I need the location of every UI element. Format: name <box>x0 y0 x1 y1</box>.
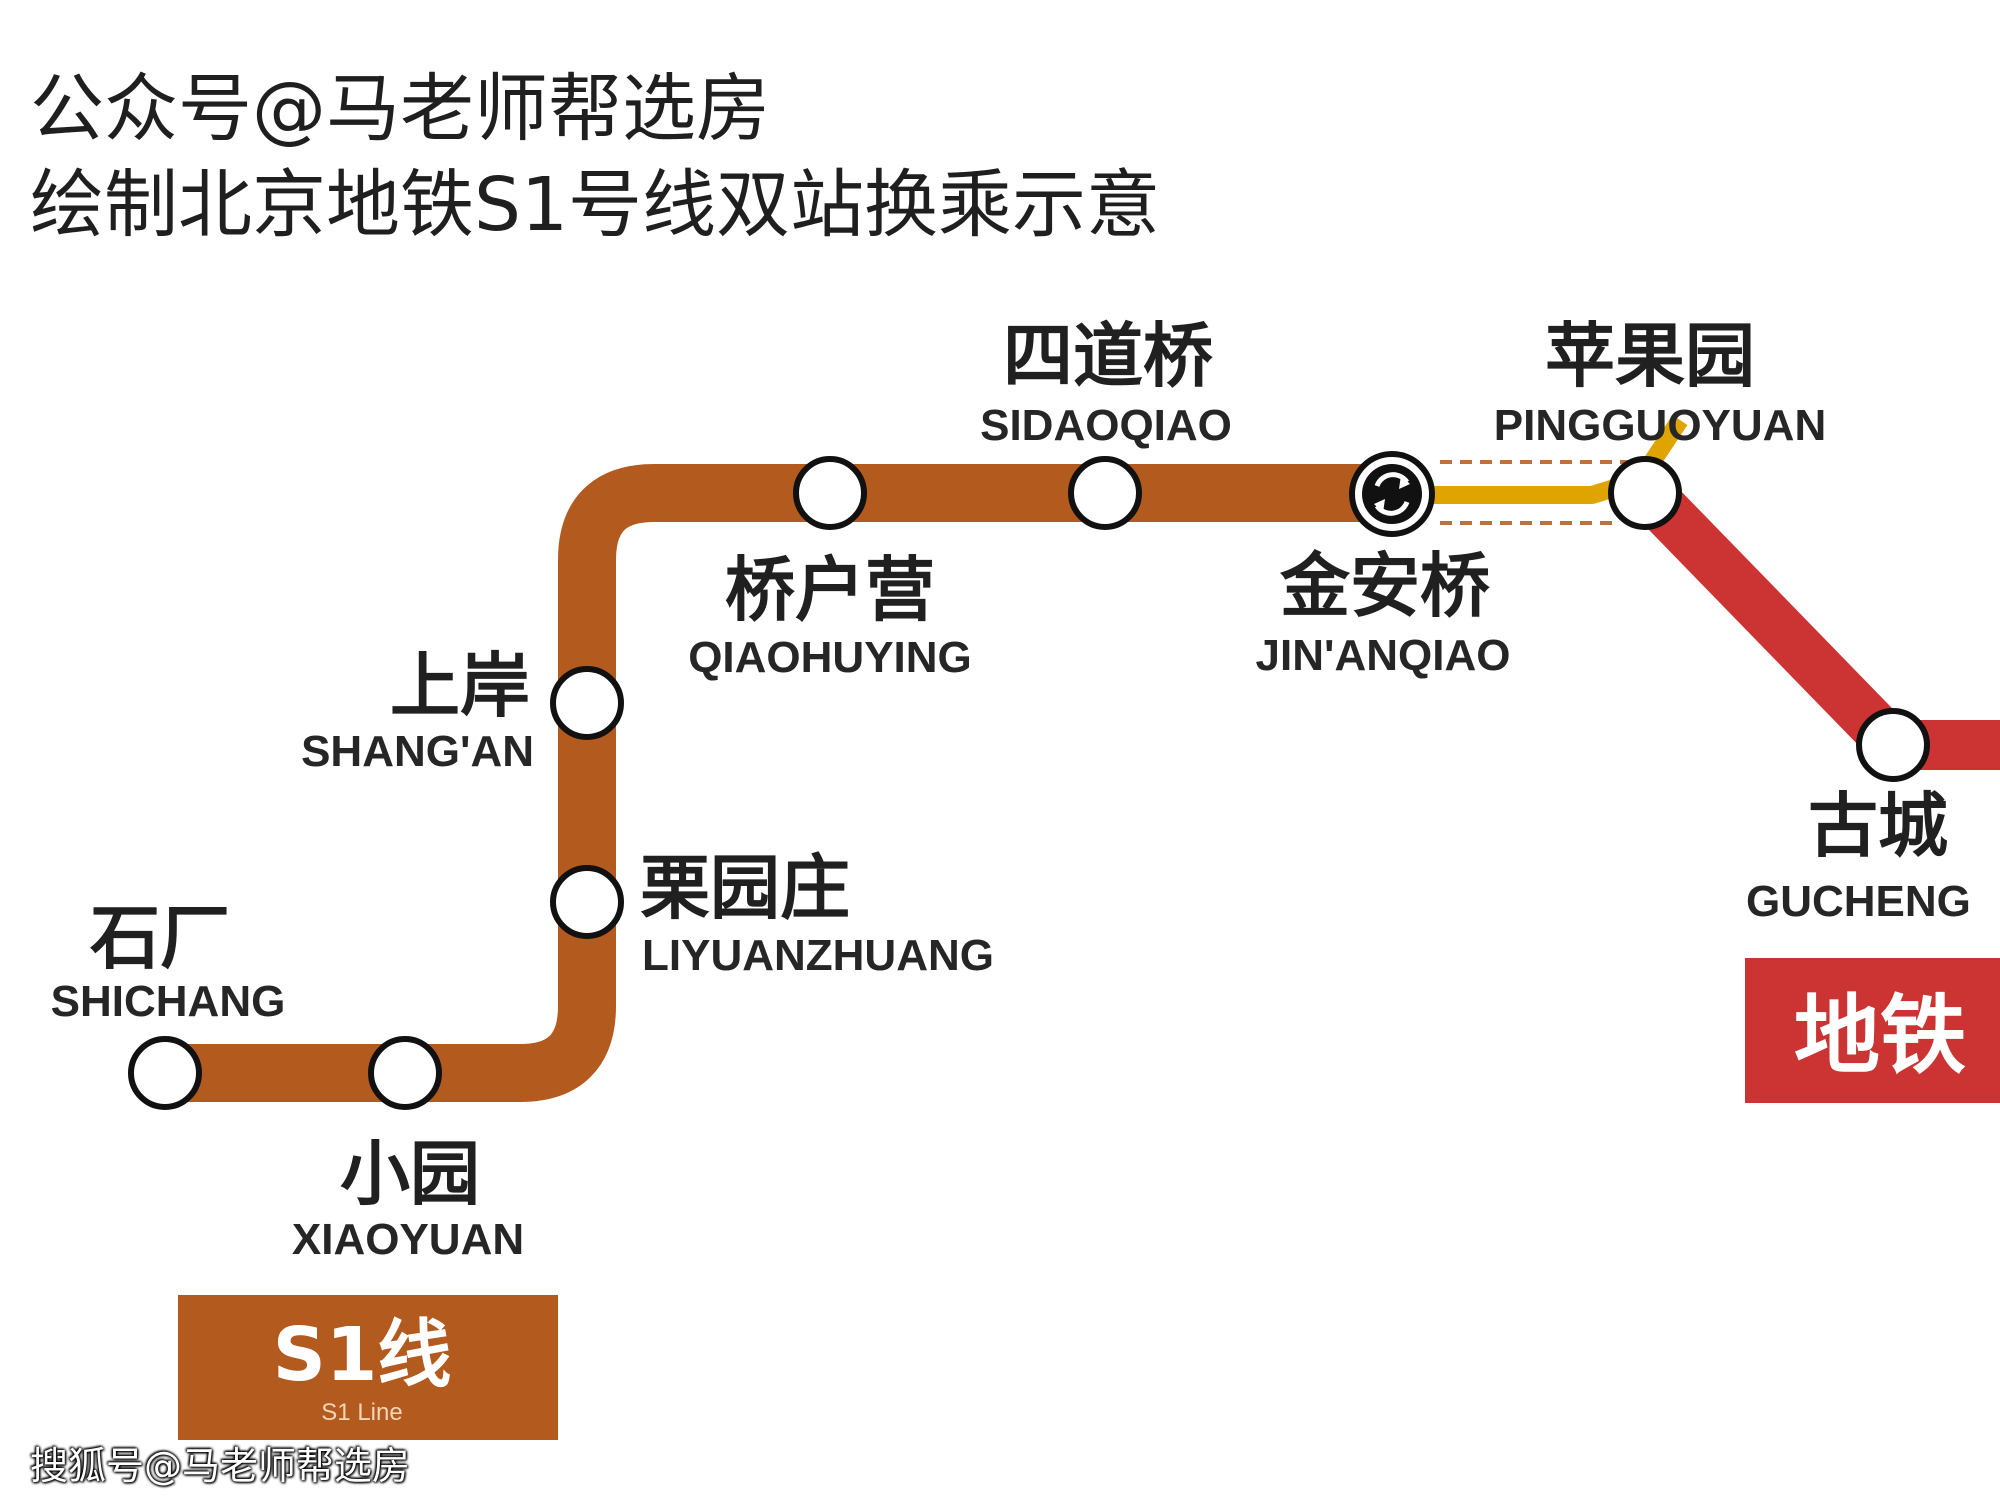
subway-badge: 地铁 <box>1745 958 2000 1103</box>
station-name-zh-qiaohuying: 桥户营 <box>725 549 935 631</box>
station-dot-liyuanzhuang[interactable] <box>550 865 624 939</box>
station-name-en-sidaoqiao: SIDAOQIAO <box>980 401 1232 450</box>
subway-badge-label: 地铁 <box>1794 986 1966 1086</box>
watermark: 搜狐号@马老师帮选房 <box>30 1444 411 1488</box>
station-dot-gucheng[interactable] <box>1856 708 1930 782</box>
station-dot-shangan[interactable] <box>550 666 624 740</box>
station-dot-sidaoqiao[interactable] <box>1068 456 1142 530</box>
station-name-en-gucheng: GUCHENG <box>1746 877 1971 926</box>
station-name-en-pingguoyuan: PINGGUOYUAN <box>1494 401 1826 450</box>
station-name-zh-shangan: 上岸 <box>390 645 530 727</box>
station-name-en-shichang: SHICHANG <box>51 977 286 1026</box>
headline-account: 公众号@马老师帮选房 <box>30 66 770 152</box>
line1-route <box>1627 472 2000 770</box>
station-dot-pingguoyuan[interactable] <box>1608 456 1682 530</box>
station-name-zh-jinanqiao: 金安桥 <box>1279 545 1490 627</box>
station-name-en-qiaohuying: QIAOHUYING <box>688 633 972 682</box>
station-name-zh-pingguoyuan: 苹果园 <box>1545 315 1755 397</box>
station-dot-shichang[interactable] <box>128 1036 202 1110</box>
station-name-zh-sidaoqiao: 四道桥 <box>1003 315 1213 397</box>
station-name-zh-shichang: 石厂 <box>90 897 230 979</box>
s1-route <box>165 464 1392 1102</box>
s1-badge-label: S1线 <box>273 1312 452 1398</box>
station-name-zh-liyuanzhuang: 栗园庄 <box>640 847 850 929</box>
station-name-en-xiaoyuan: XIAOYUAN <box>292 1215 524 1264</box>
station-dot-xiaoyuan[interactable] <box>368 1036 442 1110</box>
station-dot-qiaohuying[interactable] <box>793 456 867 530</box>
s1-line-badge: S1线 S1 Line <box>178 1295 558 1440</box>
station-name-en-liyuanzhuang: LIYUANZHUANG <box>642 931 994 980</box>
station-name-zh-xiaoyuan: 小园 <box>340 1133 480 1215</box>
headline-title: 绘制北京地铁S1号线双站换乘示意 <box>30 162 1161 248</box>
station-name-en-shangan: SHANG'AN <box>301 727 534 776</box>
station-name-zh-gucheng: 古城 <box>1808 785 1948 867</box>
transfer-arrows-icon[interactable] <box>1349 451 1435 537</box>
s1-badge-sublabel: S1 Line <box>321 1399 402 1426</box>
station-name-en-jinanqiao: JIN'ANQIAO <box>1256 631 1511 680</box>
